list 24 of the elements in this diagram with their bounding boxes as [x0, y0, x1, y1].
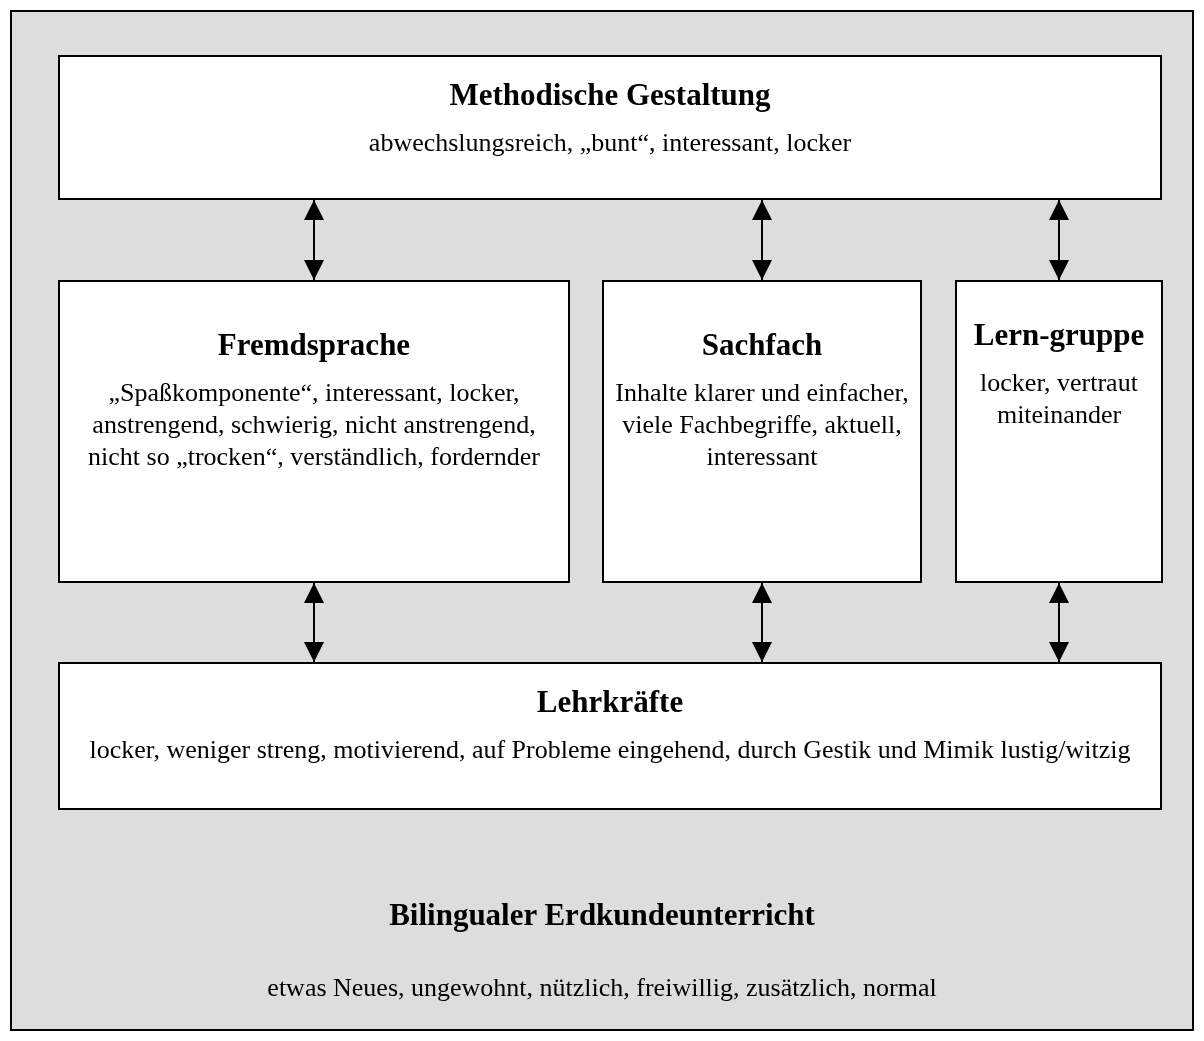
box-text: abwechslungsreich, „bunt“, interessant, locker — [367, 127, 853, 159]
box-text: „Spaßkomponente“, interessant, locker, anstrengend, schwierig, nicht anstrengend, nicht so „trocken“, verständlich, fordernder — [87, 377, 541, 473]
box-heading: Fremdsprache — [216, 327, 412, 363]
box-text: locker, vertraut miteinander — [979, 367, 1139, 431]
process-box — [58, 662, 1162, 810]
outer-panel — [10, 10, 1194, 1031]
box-heading: Bilingualer Erdkundeunterricht — [388, 897, 816, 933]
box-heading: Lern-gruppe — [972, 317, 1146, 353]
process-box — [58, 55, 1162, 200]
double-arrow — [752, 199, 772, 281]
double-arrow — [1049, 582, 1069, 663]
double-arrow — [1049, 199, 1069, 281]
process-box — [58, 280, 570, 583]
double-arrow — [304, 582, 324, 663]
box-heading: Lehrkräfte — [535, 684, 685, 720]
double-arrow — [304, 199, 324, 281]
box-text: locker, weniger streng, motivierend, auf Probleme eingehend, durch Gestik und Mimik lustig/witzig — [88, 734, 1132, 766]
box-heading: Methodische Gestaltung — [448, 77, 772, 113]
process-box — [602, 280, 922, 583]
process-box — [955, 280, 1163, 583]
box-heading: Sachfach — [700, 327, 824, 363]
box-text: Inhalte klarer und einfacher, viele Fachbegriffe, aktuell, interessant — [614, 377, 910, 473]
double-arrow — [752, 582, 772, 663]
box-text: etwas Neues, ungewohnt, nützlich, freiwillig, zusätzlich, normal — [266, 972, 938, 1004]
